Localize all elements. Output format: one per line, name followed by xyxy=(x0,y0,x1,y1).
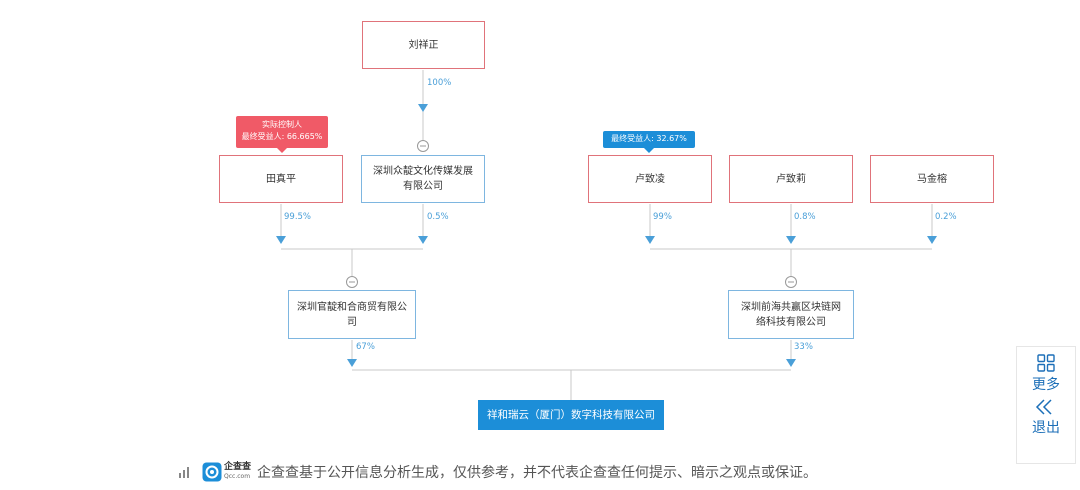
pct-lu-ling-qianhai: 99% xyxy=(653,212,672,222)
beneficiary-badge: 最终受益人: 32.67% xyxy=(603,131,695,153)
badge-pointer xyxy=(644,148,654,153)
footer: 企查查 Qcc.com 企查查基于公开信息分析生成，仅供参考，并不代表企查查任何… xyxy=(178,460,817,484)
logo-domain: Qcc.com xyxy=(224,473,251,480)
grid-icon xyxy=(1037,354,1055,372)
arrow-icon xyxy=(786,359,796,367)
node-lu-li[interactable]: 卢致莉 xyxy=(729,155,853,203)
node-qianhai[interactable]: 深圳前海共赢区块链网络科技有限公司 xyxy=(728,290,854,339)
node-label: 深圳前海共赢区块链网络科技有限公司 xyxy=(741,301,841,328)
arrow-icon xyxy=(927,236,937,244)
pct-qianhai-target: 33% xyxy=(794,342,813,352)
node-label: 卢致莉 xyxy=(776,173,806,185)
arrow-icon xyxy=(786,236,796,244)
node-label: 祥和瑞云（厦门）数字科技有限公司 xyxy=(487,408,655,421)
disclaimer: 企查查基于公开信息分析生成，仅供参考，并不代表企查查任何提示、暗示之观点或保证。 xyxy=(257,465,818,481)
pct-liu-zhongdian: 100% xyxy=(427,78,452,88)
node-target[interactable]: 祥和瑞云（厦门）数字科技有限公司 xyxy=(478,400,664,430)
more-button[interactable]: 更多 xyxy=(1032,353,1060,394)
pct-zhongdian-guandian: 0.5% xyxy=(427,212,449,222)
arrow-icon xyxy=(276,236,286,244)
badge-line: 最终受益人: 66.665% xyxy=(241,132,323,141)
node-zhongdian[interactable]: 深圳众靛文化传媒发展有限公司 xyxy=(361,155,485,203)
pct-ma-qianhai: 0.2% xyxy=(935,212,957,222)
node-liu[interactable]: 刘祥正 xyxy=(362,21,485,69)
node-guandian[interactable]: 深圳官靛和合商贸有限公司 xyxy=(288,290,416,339)
qcc-logo-icon xyxy=(202,462,222,482)
exit-label: 退出 xyxy=(1032,420,1060,436)
arrow-icon xyxy=(645,236,655,244)
exit-button[interactable]: 退出 xyxy=(1032,398,1060,437)
badge-line: 最终受益人: 32.67% xyxy=(611,134,687,143)
qcc-logo: 企查查 Qcc.com xyxy=(202,462,251,482)
node-label: 马金榕 xyxy=(917,173,947,185)
logo-name: 企查查 xyxy=(224,462,252,472)
pct-tian-guandian: 99.5% xyxy=(284,212,312,222)
node-label: 田真平 xyxy=(266,173,296,185)
pct-guandian-target: 67% xyxy=(356,342,375,352)
arrow-icon xyxy=(347,359,357,367)
back-arrow-icon xyxy=(1035,399,1052,415)
controller-badge: 实际控制人 最终受益人: 66.665% xyxy=(236,116,328,153)
node-label: 卢致凌 xyxy=(635,173,665,185)
signal-bars-icon xyxy=(179,467,189,478)
node-label: 刘祥正 xyxy=(408,39,439,51)
side-panel: 更多 退出 xyxy=(1016,346,1076,464)
badge-line: 实际控制人 xyxy=(262,120,302,129)
more-label: 更多 xyxy=(1032,377,1060,393)
node-label: 深圳官靛和合商贸有限公司 xyxy=(297,301,407,328)
node-label: 深圳众靛文化传媒发展有限公司 xyxy=(373,166,473,192)
node-lu-ling[interactable]: 卢致凌 xyxy=(588,155,712,203)
arrow-icon xyxy=(418,236,428,244)
node-tian[interactable]: 田真平 xyxy=(219,155,343,203)
pct-lu-li-qianhai: 0.8% xyxy=(794,212,816,222)
node-ma[interactable]: 马金榕 xyxy=(870,155,994,203)
arrow-icon xyxy=(418,104,428,112)
badge-pointer xyxy=(277,148,287,153)
